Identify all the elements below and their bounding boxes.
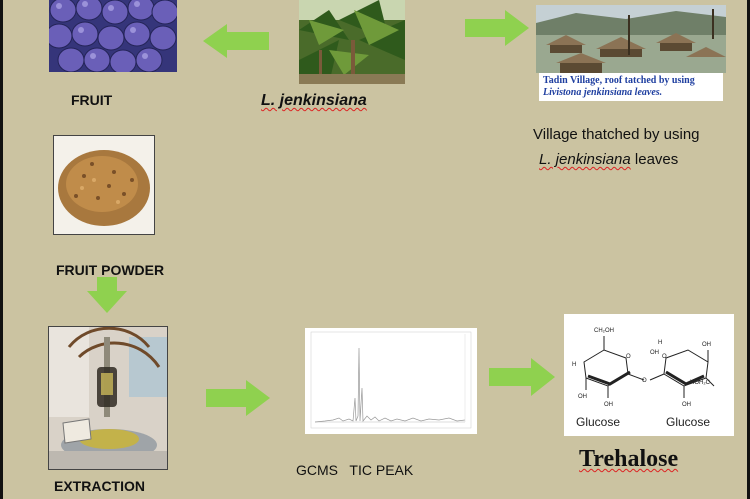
species-text: L. jenkinsiana <box>261 92 367 109</box>
village-caption-species: L. jenkinsiana <box>539 151 631 168</box>
fruit-powder-art <box>54 136 154 234</box>
h-right-2: OH <box>650 350 659 356</box>
oh-right-2: OH <box>702 342 711 348</box>
arrow-to-village <box>465 10 529 46</box>
fruit-label: FRUIT <box>71 92 112 108</box>
arrow-to-gcms <box>206 380 270 416</box>
arrow-to-fruit <box>203 24 269 58</box>
arrow-to-extraction <box>87 277 127 313</box>
fruit-photo <box>49 0 177 72</box>
oh-right-1: OH <box>682 402 691 408</box>
palm-photo-art <box>299 0 405 84</box>
arrow-to-trehalose <box>489 358 555 396</box>
village-photo-caption-line2: Livistona jenkinsiana leaves. <box>543 87 719 99</box>
glucose-left-label: Glucose <box>576 415 620 429</box>
village-photo-caption: Tadin Village, roof tatched by using Liv… <box>539 73 723 101</box>
village-caption-rest: leaves <box>631 151 679 168</box>
village-caption-line2: L. jenkinsiana leaves <box>533 147 700 172</box>
village-photo-art <box>536 5 726 73</box>
glucose-right-label: Glucose <box>666 415 710 429</box>
village-caption-line1: Village thatched by using <box>533 122 700 147</box>
extraction-photo-art <box>49 327 167 469</box>
village-photo-caption-line1: Tadin Village, roof tatched by using <box>543 75 719 87</box>
oh-left-2: OH <box>604 402 613 408</box>
fruit-powder-label: FRUIT POWDER <box>56 262 164 278</box>
species-label: L. jenkinsiana <box>261 92 367 110</box>
extraction-label: EXTRACTION <box>54 478 145 494</box>
trehalose-text: Trehalose <box>579 446 678 472</box>
trehalose-structure-art: CH₂OH O O O OH OH H OH OH HOH₂C H OH Glu… <box>564 314 734 436</box>
oh-left-1: OH <box>578 394 587 400</box>
ring-oxygen-right: O <box>662 354 667 360</box>
ch2oh-top-label: CH₂OH <box>594 328 614 334</box>
gcms-chromatogram <box>305 328 477 434</box>
fruit-powder-photo <box>53 135 155 235</box>
h-right-1: H <box>658 340 662 346</box>
extraction-photo <box>48 326 168 470</box>
trehalose-structure: CH₂OH O O O OH OH H OH OH HOH₂C H OH Glu… <box>564 314 734 436</box>
ch2oh-right-label: HOH₂C <box>690 380 711 386</box>
ring-oxygen-left: O <box>626 354 631 360</box>
village-caption: Village thatched by using L. jenkinsiana… <box>533 122 700 172</box>
trehalose-label: Trehalose <box>579 446 678 473</box>
fruit-photo-art <box>49 0 177 72</box>
oxygen-bridge: O <box>642 378 647 384</box>
village-photo <box>536 5 726 73</box>
gcms-label: GCMS TIC PEAK <box>296 462 413 478</box>
gcms-chromatogram-art <box>305 328 477 434</box>
palm-photo <box>299 0 405 84</box>
h-left-1: H <box>572 362 576 368</box>
